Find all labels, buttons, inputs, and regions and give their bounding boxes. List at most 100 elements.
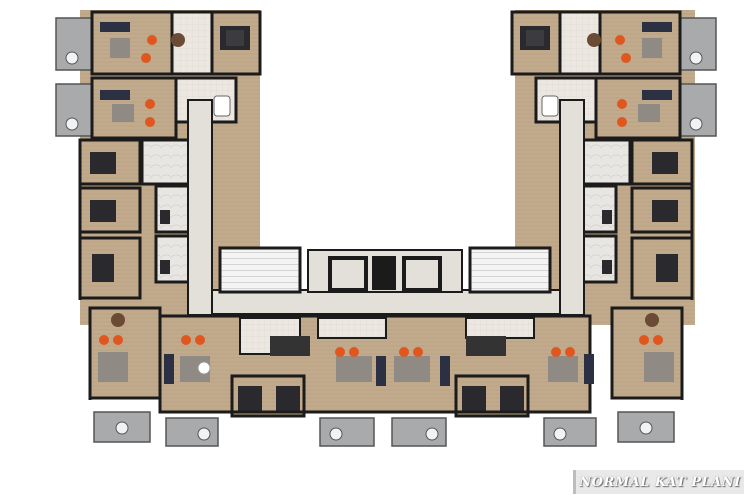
- main-corridor: [211, 289, 561, 315]
- kitchen: [465, 317, 535, 339]
- armchair-icon: [145, 99, 155, 109]
- armchair-icon: [621, 53, 631, 63]
- toilet-icon: [602, 210, 612, 224]
- balcony-table-icon: [197, 427, 211, 441]
- rug: [642, 38, 662, 58]
- elevator-icon: [328, 256, 368, 292]
- armchair-icon: [615, 35, 625, 45]
- plan-title: NORMAL KAT PLANI: [579, 474, 741, 490]
- living-room: [90, 10, 174, 76]
- bathtub-icon: [213, 95, 231, 117]
- rug: [548, 356, 578, 382]
- plan-caption: NORMAL KAT PLANI: [573, 470, 744, 494]
- balcony: [319, 417, 375, 447]
- sofa-icon: [100, 90, 130, 100]
- bathroom: [270, 336, 310, 356]
- armchair-icon: [565, 347, 575, 357]
- balcony-table-icon: [329, 427, 343, 441]
- rug: [336, 356, 372, 382]
- dining-table-icon: [171, 33, 185, 47]
- bed-icon: [500, 386, 524, 412]
- living-room: [594, 76, 682, 140]
- sofa-icon: [164, 354, 174, 384]
- sofa-icon: [642, 90, 672, 100]
- rug: [110, 38, 130, 58]
- stair-icon: [218, 246, 302, 294]
- bed-icon: [92, 254, 114, 282]
- dining-table-icon: [197, 361, 211, 375]
- balcony: [165, 417, 219, 447]
- balcony: [391, 417, 447, 447]
- sofa-icon: [584, 354, 594, 384]
- shaft: [372, 256, 396, 290]
- bottom-apartments: [115, 314, 653, 447]
- armchair-icon: [653, 335, 663, 345]
- toilet-icon: [602, 260, 612, 274]
- bathtub-icon: [541, 95, 559, 117]
- bedroom: [510, 10, 562, 76]
- dining-table-icon: [645, 313, 659, 327]
- rug: [112, 104, 134, 122]
- balcony-table-icon: [65, 51, 79, 65]
- bed-icon: [656, 254, 678, 282]
- bed-icon: [90, 152, 116, 174]
- toilet-icon: [160, 210, 170, 224]
- sofa-icon: [100, 22, 130, 32]
- right-corridor: [559, 99, 585, 316]
- bed-icon: [652, 200, 678, 222]
- dining-table-icon: [587, 33, 601, 47]
- armchair-icon: [639, 335, 649, 345]
- rug: [394, 356, 430, 382]
- balcony-table-icon: [115, 421, 129, 435]
- toilet-icon: [160, 260, 170, 274]
- rug: [98, 352, 128, 382]
- exterior-wall: [78, 140, 694, 414]
- armchair-icon: [349, 347, 359, 357]
- balcony-table-icon: [553, 427, 567, 441]
- sofa-icon: [376, 356, 386, 386]
- armchair-icon: [141, 53, 151, 63]
- elevator-icon: [402, 256, 442, 292]
- bed-icon: [90, 200, 116, 222]
- bathroom: [466, 336, 506, 356]
- center-core: [211, 246, 561, 315]
- balcony-table-icon: [689, 51, 703, 65]
- bathroom: [578, 184, 618, 234]
- balcony-table-icon: [65, 117, 79, 131]
- balcony: [543, 417, 597, 447]
- kitchen: [317, 317, 387, 339]
- armchair-icon: [147, 35, 157, 45]
- bathroom: [578, 138, 632, 186]
- bathroom: [154, 234, 194, 284]
- balcony-table-icon: [639, 421, 653, 435]
- balcony-table-icon: [425, 427, 439, 441]
- bed-icon: [462, 386, 486, 412]
- left-corridor: [187, 99, 213, 316]
- armchair-icon: [181, 335, 191, 345]
- armchair-icon: [335, 347, 345, 357]
- armchair-icon: [617, 99, 627, 109]
- living-room: [598, 10, 682, 76]
- dining-table-icon: [111, 313, 125, 327]
- bed-icon: [238, 386, 262, 412]
- bathroom: [154, 184, 194, 234]
- armchair-icon: [617, 117, 627, 127]
- balcony-table-icon: [689, 117, 703, 131]
- rug: [644, 352, 674, 382]
- armchair-icon: [399, 347, 409, 357]
- sofa-icon: [440, 356, 450, 386]
- bathroom: [140, 138, 194, 186]
- bed-icon: [276, 386, 300, 412]
- armchair-icon: [413, 347, 423, 357]
- bathroom: [578, 234, 618, 284]
- armchair-icon: [145, 117, 155, 127]
- armchair-icon: [99, 335, 109, 345]
- stair-icon: [468, 246, 552, 294]
- sofa-icon: [642, 22, 672, 32]
- bed-icon: [652, 152, 678, 174]
- armchair-icon: [551, 347, 561, 357]
- armchair-icon: [113, 335, 123, 345]
- armchair-icon: [195, 335, 205, 345]
- rug: [638, 104, 660, 122]
